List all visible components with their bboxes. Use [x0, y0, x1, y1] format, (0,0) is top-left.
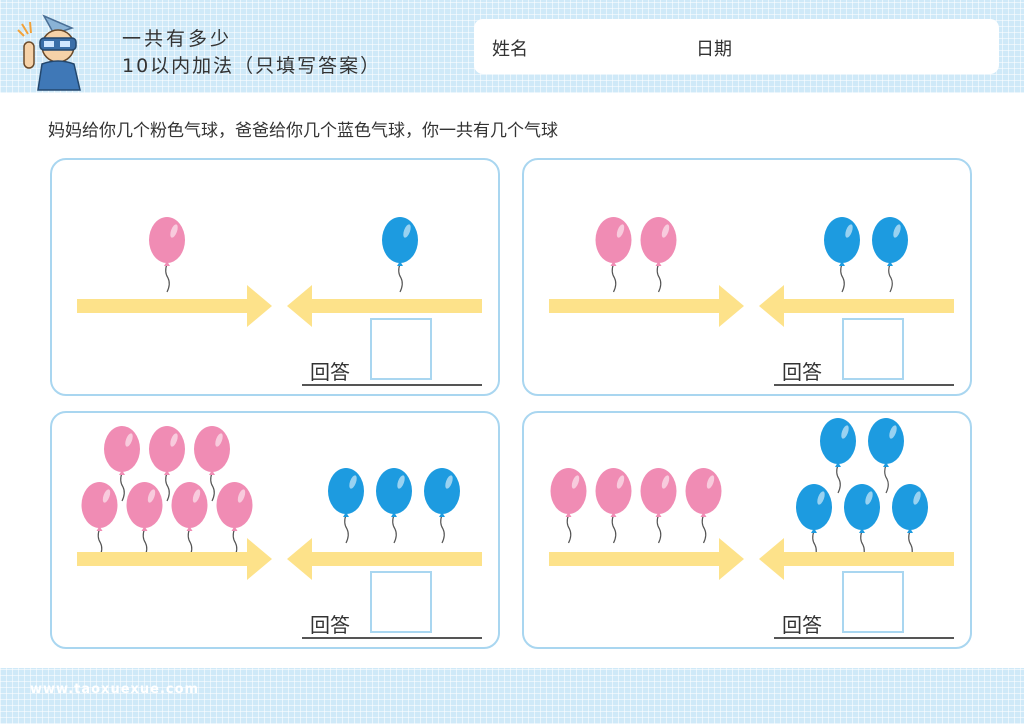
problem-card-3: 回答	[50, 411, 500, 649]
footer-url: www.taoxuexue.com	[30, 682, 200, 697]
blue-balloon-icon	[892, 484, 928, 560]
pink-balloon-icon	[595, 217, 632, 293]
blue-balloon-icon	[796, 484, 832, 560]
blue-balloon-icon	[328, 468, 364, 544]
balloon-scene-2	[549, 217, 954, 327]
left-arrow-icon	[287, 285, 482, 327]
left-arrow-icon	[287, 538, 482, 580]
balloon-scene-4	[549, 418, 954, 580]
answer-box[interactable]	[370, 318, 432, 380]
left-arrow-icon	[759, 285, 954, 327]
question-text: 妈妈给你几个粉色气球，爸爸给你几个蓝色气球，你一共有几个气球	[48, 121, 558, 141]
answer-line	[774, 637, 954, 639]
problem-card-4: 回答	[522, 411, 972, 649]
blue-balloon-icon	[382, 217, 418, 293]
problem-card-1: 回答	[50, 158, 500, 396]
blue-balloon-icon	[824, 217, 860, 293]
name-date-box: 姓名 日期	[474, 19, 999, 74]
answer-label: 回答	[782, 360, 822, 384]
pink-balloon-icon	[194, 426, 230, 502]
answer-box[interactable]	[842, 571, 904, 633]
pink-balloon-icon	[640, 217, 677, 293]
answer-label: 回答	[782, 613, 822, 637]
blue-balloon-icon	[820, 418, 856, 494]
name-label: 姓名	[492, 39, 528, 60]
pink-balloon-icon	[149, 217, 185, 293]
pink-balloon-icon	[104, 426, 140, 502]
pink-balloon-icon	[685, 468, 722, 544]
right-arrow-icon	[549, 538, 744, 580]
right-arrow-icon	[549, 285, 744, 327]
blue-balloon-icon	[868, 418, 904, 494]
right-arrow-icon	[77, 538, 272, 580]
pink-balloon-icon	[126, 482, 163, 558]
pink-balloon-icon	[595, 468, 632, 544]
footer-band	[0, 668, 1024, 724]
balloon-scene-3	[77, 426, 482, 580]
answer-box[interactable]	[370, 571, 432, 633]
worksheet-title: 一共有多少	[122, 28, 233, 50]
pink-balloon-icon	[171, 482, 208, 558]
problem-card-2: 回答	[522, 158, 972, 396]
pink-balloon-icon	[640, 468, 677, 544]
worksheet-subtitle: 10以内加法（只填写答案）	[122, 55, 382, 77]
answer-line	[302, 384, 482, 386]
answer-label: 回答	[310, 360, 350, 384]
answer-box[interactable]	[842, 318, 904, 380]
pink-balloon-icon	[81, 482, 118, 558]
answer-line	[302, 637, 482, 639]
date-label: 日期	[696, 39, 732, 60]
left-arrow-icon	[759, 538, 954, 580]
blue-balloon-icon	[376, 468, 412, 544]
robot-mascot-icon	[17, 14, 81, 91]
right-arrow-icon	[77, 285, 272, 327]
answer-label: 回答	[310, 613, 350, 637]
blue-balloon-icon	[872, 217, 908, 293]
pink-balloon-icon	[149, 426, 185, 502]
balloon-scene-1	[77, 217, 482, 327]
blue-balloon-icon	[844, 484, 880, 560]
blue-balloon-icon	[424, 468, 460, 544]
pink-balloon-icon	[550, 468, 587, 544]
answer-line	[774, 384, 954, 386]
